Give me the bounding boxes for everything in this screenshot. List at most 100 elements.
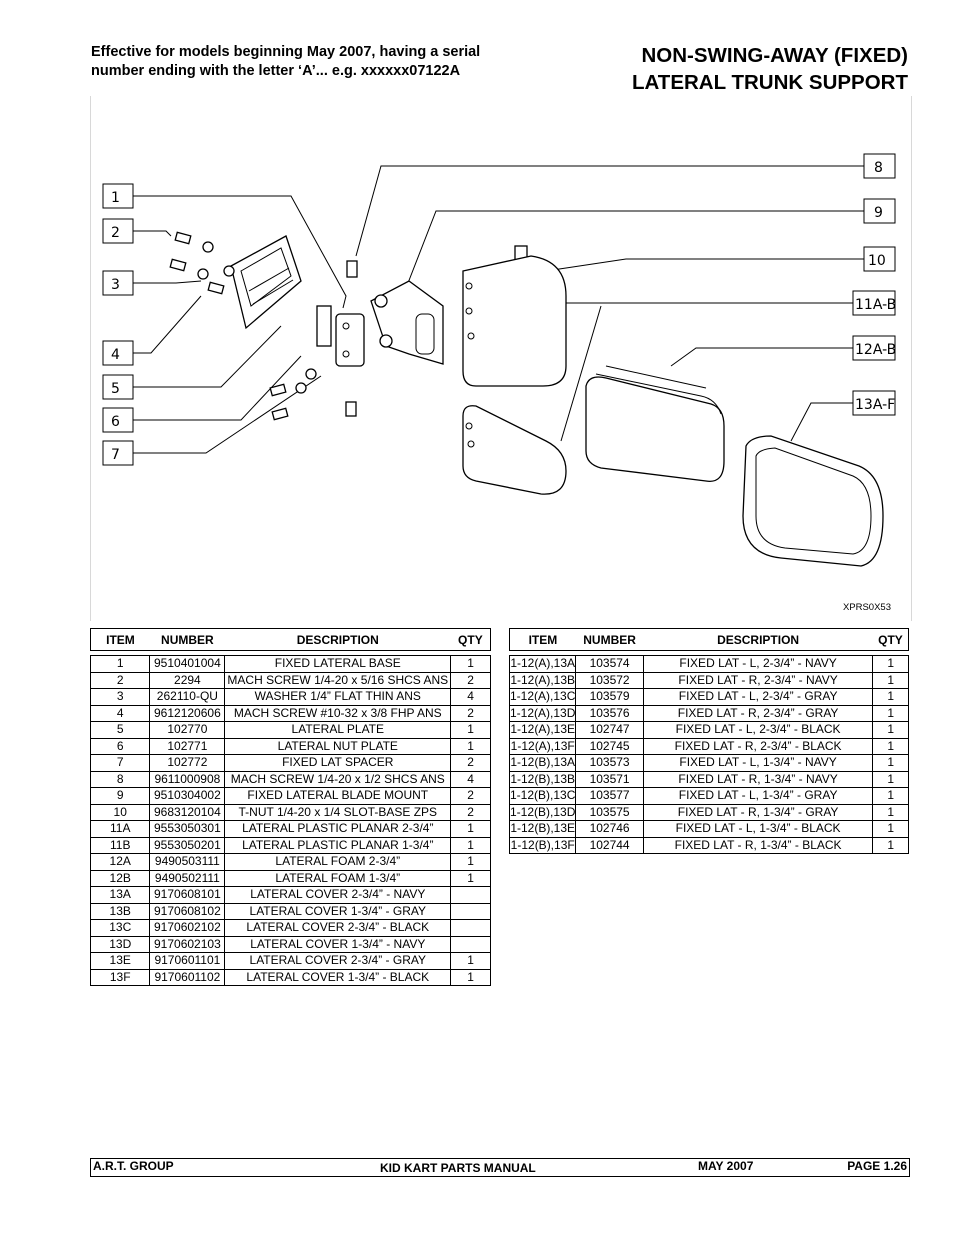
- svg-text:11A-B: 11A-B: [855, 297, 896, 313]
- svg-text:10: 10: [868, 253, 886, 269]
- item-cell: 12B: [89, 869, 151, 887]
- item-cell: 13D: [89, 935, 151, 953]
- item-cell: 1-12(B),13D: [508, 803, 577, 821]
- drawing-id: XPRS0X53: [842, 602, 891, 613]
- item-cell: 13F: [89, 968, 151, 986]
- callout-12A-B: 12A-B: [852, 335, 896, 361]
- description-cell: FIXED LAT - L, 2-3/4” - NAVY: [642, 655, 874, 673]
- qty-cell: 1: [450, 655, 491, 673]
- description-cell: LATERAL FOAM 2-3/4”: [224, 853, 452, 871]
- page-title: NON-SWING-AWAY (FIXED) LATERAL TRUNK SUP…: [528, 42, 908, 96]
- item-cell: 10: [89, 803, 151, 821]
- qty-cell: 1: [872, 704, 909, 722]
- effective-note-line2: number ending with the letter ‘A’... e.g…: [91, 63, 461, 79]
- description-cell: FIXED LAT - R, 2-3/4” - GRAY: [642, 704, 874, 722]
- item-cell: 1-12(A),13B: [508, 671, 577, 689]
- description-cell: WASHER 1/4” FLAT THIN ANS: [224, 688, 452, 706]
- item-cell: 12A: [89, 853, 151, 871]
- item-cell: 13E: [89, 952, 151, 970]
- description-cell: LATERAL PLASTIC PLANAR 2-3/4”: [224, 820, 452, 838]
- qty-cell: 2: [450, 803, 491, 821]
- footer-page-number: PAGE 1.26: [847, 1159, 907, 1173]
- callout-9: 9: [863, 198, 896, 224]
- number-cell: 102744: [575, 836, 644, 854]
- description-cell: MACH SCREW 1/4-20 x 1/2 SHCS ANS: [224, 770, 452, 788]
- number-cell: 9553050301: [149, 820, 226, 838]
- qty-cell: 1: [450, 853, 491, 871]
- item-cell: 1-12(A),13C: [508, 688, 577, 706]
- item-cell: 1-12(B),13B: [508, 770, 577, 788]
- svg-text:7: 7: [111, 447, 120, 463]
- page-title-line2: LATERAL TRUNK SUPPORT: [632, 71, 908, 94]
- exploded-view-diagram: 1 2 3 4 5 6 7 8 9 10 11A-B: [90, 96, 912, 621]
- number-cell: 9683120104: [149, 803, 226, 821]
- column-header-description: DESCRIPTION: [643, 628, 873, 651]
- callout-5: 5: [102, 374, 134, 400]
- item-cell: 4: [89, 704, 151, 722]
- description-cell: FIXED LATERAL BLADE MOUNT: [224, 787, 452, 805]
- plastic-planar-small: [462, 405, 567, 495]
- column-header-item: ITEM: [89, 628, 150, 651]
- number-cell: 102770: [149, 721, 226, 739]
- description-cell: LATERAL COVER 2-3/4” - BLACK: [224, 919, 452, 937]
- item-cell: 1-12(A),13A: [508, 655, 577, 673]
- qty-cell: 1: [872, 671, 909, 689]
- number-cell: 103571: [575, 770, 644, 788]
- item-cell: 13A: [89, 886, 151, 904]
- number-cell: 9170601102: [149, 968, 226, 986]
- page-title-line1: NON-SWING-AWAY (FIXED): [641, 44, 908, 67]
- qty-cell: [450, 902, 491, 920]
- callout-4: 4: [102, 340, 134, 366]
- description-cell: LATERAL COVER 1-3/4” - NAVY: [224, 935, 452, 953]
- qty-cell: 2: [450, 787, 491, 805]
- number-cell: 103573: [575, 754, 644, 772]
- number-cell: 102747: [575, 721, 644, 739]
- item-cell: 2: [89, 671, 151, 689]
- qty-cell: 1: [450, 968, 491, 986]
- description-cell: FIXED LAT - L, 2-3/4” - BLACK: [642, 721, 874, 739]
- item-cell: 13B: [89, 902, 151, 920]
- exploded-view-drawing: 1 2 3 4 5 6 7 8 9 10 11A-B: [102, 153, 896, 567]
- number-cell: 9170608101: [149, 886, 226, 904]
- description-cell: FIXED LAT - L, 1-3/4” - BLACK: [642, 820, 874, 838]
- number-cell: 9611000908: [149, 770, 226, 788]
- callout-1: 1: [102, 183, 134, 209]
- column-header-item: ITEM: [508, 628, 576, 651]
- qty-cell: 1: [872, 803, 909, 821]
- qty-cell: 1: [872, 836, 909, 854]
- column-header-number: NUMBER: [575, 628, 644, 651]
- description-cell: FIXED LAT - R, 1-3/4” - GRAY: [642, 803, 874, 821]
- description-cell: LATERAL COVER 1-3/4” - GRAY: [224, 902, 452, 920]
- number-cell: 9612120606: [149, 704, 226, 722]
- item-cell: 5: [89, 721, 151, 739]
- item-cell: 1: [89, 655, 151, 673]
- blade-mount-part: [370, 280, 444, 365]
- item-cell: 8: [89, 770, 151, 788]
- qty-cell: 1: [450, 721, 491, 739]
- description-cell: FIXED LAT - R, 1-3/4” - BLACK: [642, 836, 874, 854]
- item-cell: 9: [89, 787, 151, 805]
- item-cell: 11B: [89, 836, 151, 854]
- item-cell: 1-12(B),13E: [508, 820, 577, 838]
- number-cell: 9510401004: [149, 655, 226, 673]
- page-footer: A.R.T. GROUP KID KART PARTS MANUAL MAY 2…: [90, 1158, 910, 1177]
- item-cell: 1-12(B),13A: [508, 754, 577, 772]
- description-cell: FIXED LAT - R, 1-3/4” - NAVY: [642, 770, 874, 788]
